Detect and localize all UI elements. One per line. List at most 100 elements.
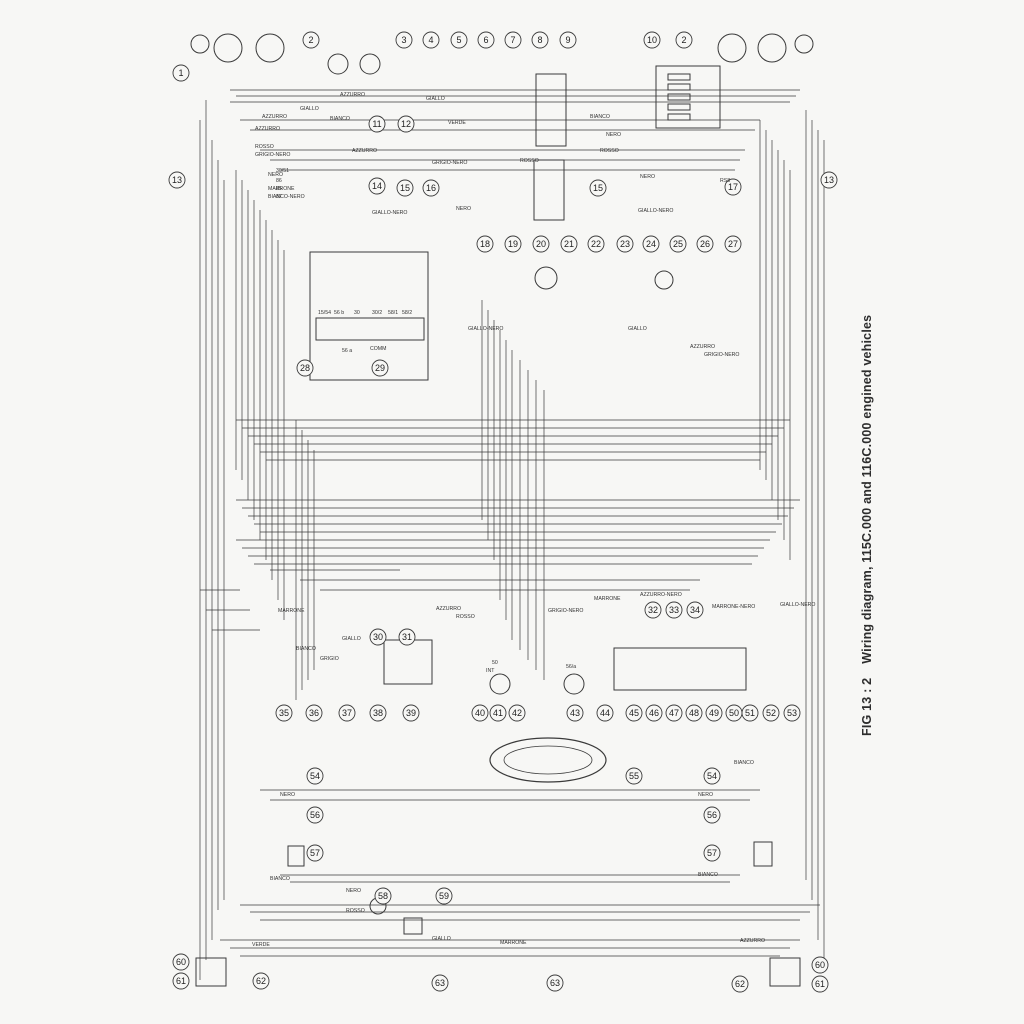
callout-ring [731, 975, 749, 993]
steering-wheel-symbol [503, 745, 593, 775]
component-number-12: 12 [401, 119, 411, 129]
component-symbol [213, 33, 243, 63]
wire-colour-label: GIALLO [432, 936, 451, 942]
component-number-57: 57 [310, 848, 320, 858]
component-number-33: 33 [669, 605, 679, 615]
callout-ring [395, 31, 413, 49]
component-number-61: 61 [176, 976, 186, 986]
wire-colour-label: BIANCO [590, 114, 610, 120]
component-symbol [757, 33, 787, 63]
component-number-17: 17 [728, 182, 738, 192]
callout-ring [625, 767, 643, 785]
callout-ring [596, 704, 614, 722]
component-number-63: 63 [550, 978, 560, 988]
component-number-19: 19 [508, 239, 518, 249]
wire-bundle [199, 89, 825, 980]
component-number-9: 9 [565, 35, 570, 45]
component-number-56: 56 [310, 810, 320, 820]
component-number-51: 51 [745, 708, 755, 718]
wire-colour-label: VERDE [448, 120, 466, 126]
component-number-10: 10 [647, 35, 657, 45]
wire-colour-label: NERO [640, 174, 655, 180]
callout-ring [275, 704, 293, 722]
component-number-43: 43 [570, 708, 580, 718]
callout-ring [431, 974, 449, 992]
component-symbol [654, 270, 674, 290]
callout-ring [369, 704, 387, 722]
wire-colour-label: NERO [606, 132, 621, 138]
component-symbol [667, 103, 691, 111]
component-number-37: 37 [342, 708, 352, 718]
wire-colour-label: AZZURRO [740, 938, 765, 944]
component-symbol [315, 317, 425, 341]
component-number-34: 34 [690, 605, 700, 615]
component-symbol [327, 53, 349, 75]
callout-ring [665, 704, 683, 722]
component-symbol [287, 845, 305, 867]
component-symbol [667, 93, 691, 101]
component-number-27: 27 [728, 239, 738, 249]
callout-ring [703, 767, 721, 785]
callout-ring [643, 31, 661, 49]
callout-ring [589, 179, 607, 197]
wire-colour-label: VERDE [252, 942, 270, 948]
callout-ring [705, 704, 723, 722]
callout-ring [471, 704, 489, 722]
callout-ring [696, 235, 714, 253]
wire-colour-label: BIANCO [330, 116, 350, 122]
component-number-13: 13 [824, 175, 834, 185]
terminal-label: 56 a [342, 348, 352, 354]
component-number-44: 44 [600, 708, 610, 718]
callout-ring [532, 235, 550, 253]
component-number-62: 62 [735, 979, 745, 989]
component-symbol [489, 673, 511, 695]
component-symbol [655, 65, 721, 129]
component-symbol [667, 83, 691, 91]
component-symbol [563, 673, 585, 695]
callout-ring [306, 844, 324, 862]
wire-colour-label: BIANCO [698, 872, 718, 878]
steering-wheel-symbol [489, 737, 607, 783]
component-number-62: 62 [256, 976, 266, 986]
callout-ring [368, 177, 386, 195]
component-number-31: 31 [402, 632, 412, 642]
component-number-47: 47 [669, 708, 679, 718]
component-symbol [534, 266, 558, 290]
terminal-label: 87 [276, 194, 282, 200]
callout-ring [504, 31, 522, 49]
callout-ring [504, 235, 522, 253]
component-number-18: 18 [480, 239, 490, 249]
callout-ring [374, 887, 392, 905]
terminal-label: 58/2 [402, 310, 412, 316]
component-number-40: 40 [475, 708, 485, 718]
callout-ring [168, 171, 186, 189]
component-number-55: 55 [629, 771, 639, 781]
callout-ring [820, 171, 838, 189]
callout-ring [587, 235, 605, 253]
component-number-7: 7 [510, 35, 515, 45]
component-number-5: 5 [456, 35, 461, 45]
callout-ring [669, 235, 687, 253]
terminal-label: 56 b [334, 310, 344, 316]
callout-ring [811, 956, 829, 974]
wire-colour-label: NERO [698, 792, 713, 798]
wire-colour-label: BIANCO [270, 876, 290, 882]
component-symbol [717, 33, 747, 63]
component-number-60: 60 [176, 957, 186, 967]
component-number-24: 24 [646, 239, 656, 249]
callout-ring [566, 704, 584, 722]
wire-colour-label: AZZURRO [340, 92, 365, 98]
terminal-label: 30/2 [372, 310, 382, 316]
terminal-label: 56/a [566, 664, 576, 670]
terminal-label: RS8 [720, 178, 730, 184]
component-number-8: 8 [537, 35, 542, 45]
callout-ring [783, 704, 801, 722]
wire-colour-label: AZZURRO-NERO [640, 592, 682, 598]
component-number-54: 54 [707, 771, 717, 781]
wire-colour-label: NERO [346, 888, 361, 894]
component-number-60: 60 [815, 960, 825, 970]
component-number-49: 49 [709, 708, 719, 718]
component-number-53: 53 [787, 708, 797, 718]
component-number-3: 3 [401, 35, 406, 45]
